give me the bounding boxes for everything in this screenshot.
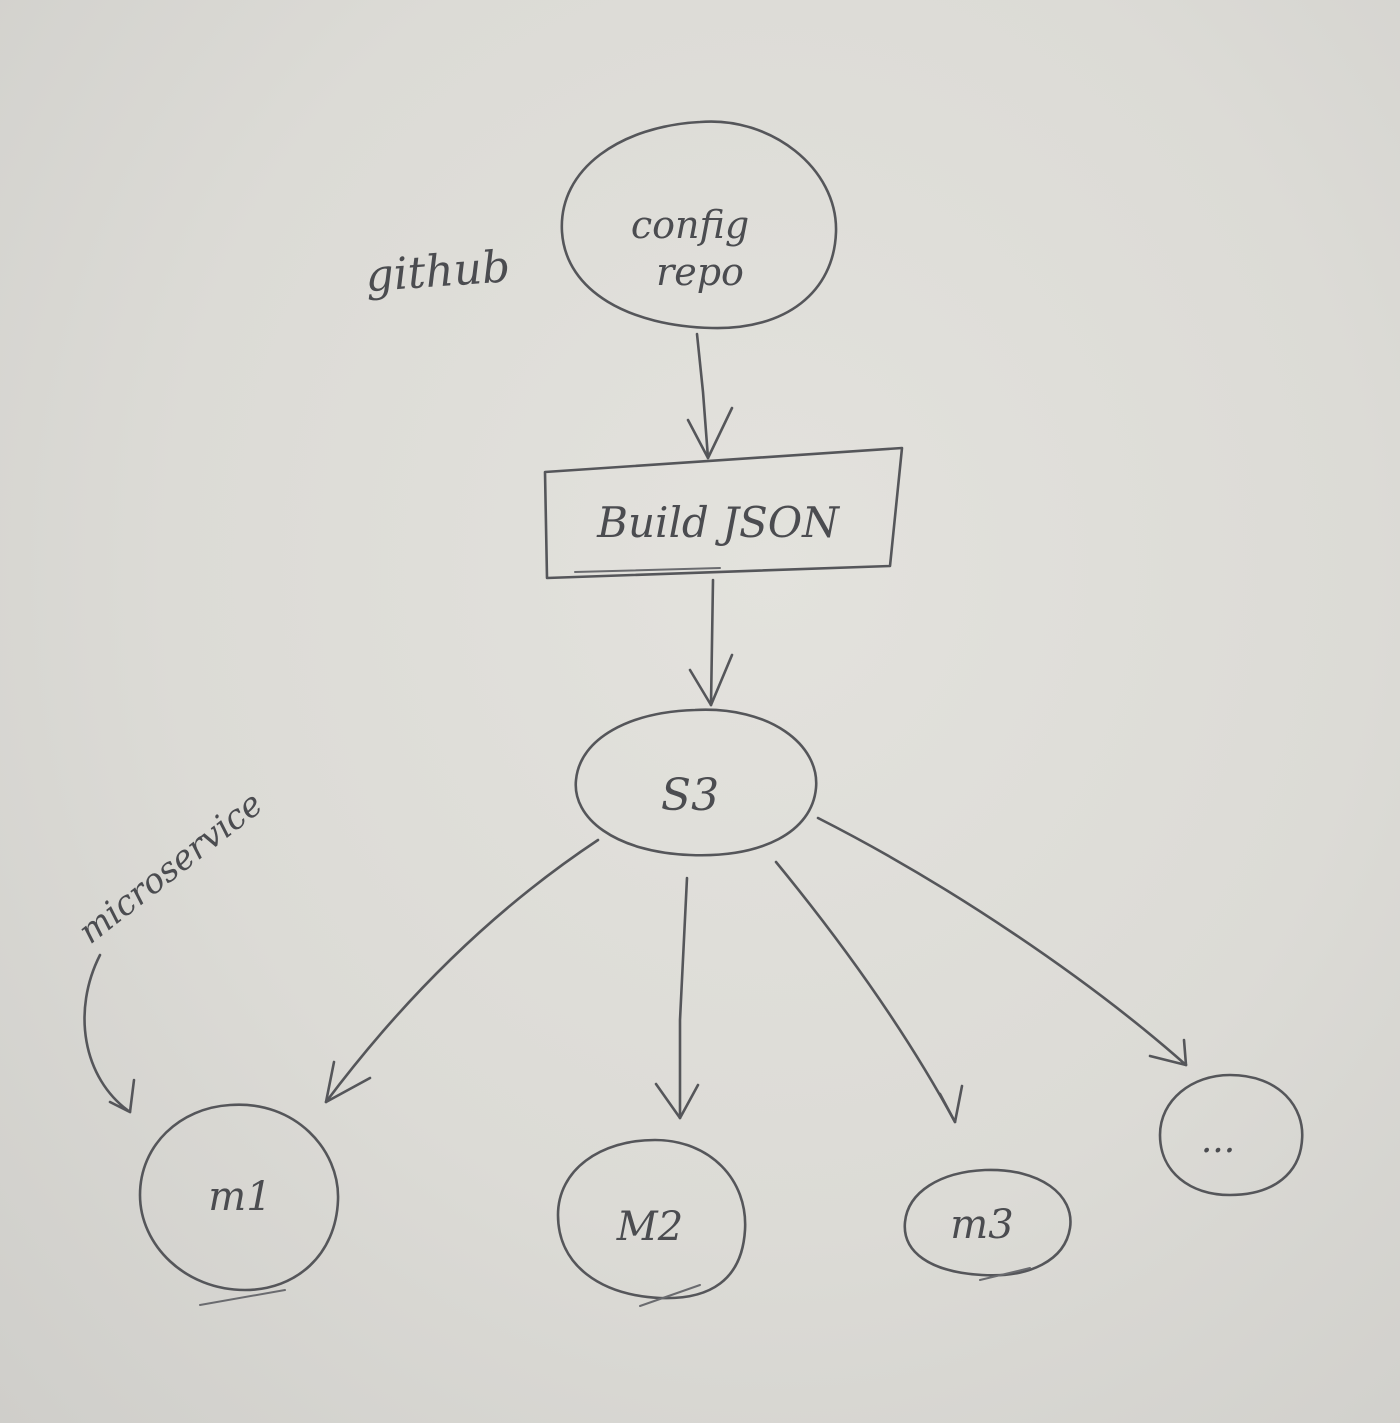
node-build-json-label: Build JSON xyxy=(596,498,840,547)
annotation-microservice-arrow xyxy=(83,953,136,1114)
node-m2-label: M2 xyxy=(616,1204,683,1250)
node-m1-label: m1 xyxy=(208,1174,271,1220)
node-m2: M2 xyxy=(556,1138,747,1307)
node-build-json: Build JSON xyxy=(543,446,904,580)
edge-build-to-s3 xyxy=(688,578,734,707)
annotation-github: github xyxy=(364,241,512,302)
edge-config-to-build xyxy=(686,332,734,460)
node-more: ... xyxy=(1158,1073,1304,1197)
node-config-repo-line-2: repo xyxy=(656,250,744,294)
edge-s3-to-m1 xyxy=(324,838,600,1104)
node-s3-label: S3 xyxy=(661,770,719,821)
node-more-label: ... xyxy=(1201,1120,1235,1161)
annotation-microservice: microservice xyxy=(71,784,271,952)
edge-s3-to-m2 xyxy=(654,876,700,1120)
node-s3: S3 xyxy=(574,708,818,857)
node-config-repo: config repo xyxy=(560,120,838,330)
node-m3: m3 xyxy=(903,1168,1072,1281)
edge-s3-to-more xyxy=(816,816,1188,1067)
node-m1: m1 xyxy=(138,1103,340,1306)
node-m3-label: m3 xyxy=(950,1202,1013,1248)
edge-s3-to-m3 xyxy=(774,860,964,1124)
node-config-repo-line-1: config xyxy=(631,203,749,247)
